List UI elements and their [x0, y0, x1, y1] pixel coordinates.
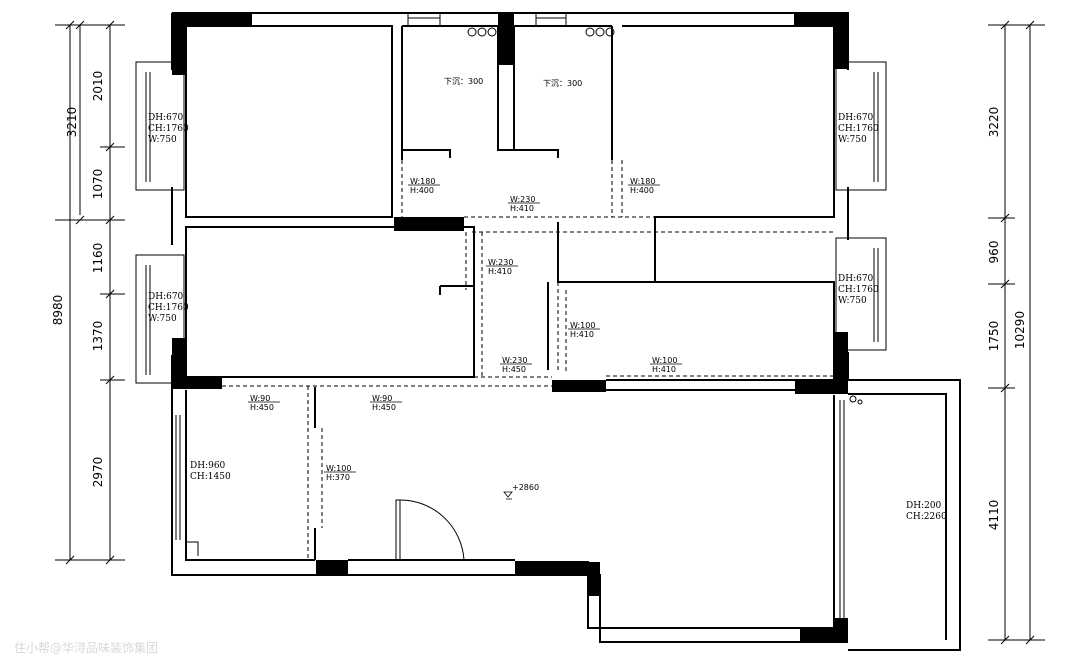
beam-8-h: H:450	[250, 403, 274, 412]
window-annotations: DH:670 CH:1760 W:750 DH:670 CH:1760 W:75…	[148, 113, 947, 522]
beam-dashed-lines	[222, 160, 834, 560]
window-mr-ch: CH:1760	[838, 285, 879, 295]
dim-right-3: 1750	[987, 321, 1001, 352]
beam-1-h: H:400	[410, 186, 434, 195]
beam-3-w: W:230	[510, 195, 535, 204]
beam-9-w: W:90	[372, 394, 392, 403]
wall-columns	[172, 13, 848, 642]
window-ml-ch: CH:1760	[148, 303, 189, 313]
beam-4-h: H:410	[488, 267, 512, 276]
beam-1-w: W:180	[410, 177, 435, 186]
beam-leaders	[248, 184, 682, 473]
dim-left-6: 2970	[91, 457, 105, 488]
window-ml-dh: DH:670	[148, 292, 184, 302]
beam-6-h: H:450	[502, 365, 526, 374]
left-dimension-chain	[55, 20, 125, 565]
window-tl-w: W:750	[148, 135, 177, 145]
beam-2-w: W:180	[630, 177, 655, 186]
left-dimension-labels: 8980 3210 2010 1070 1160 1370 2970	[51, 71, 105, 488]
beam-10-w: W:100	[326, 464, 351, 473]
beam-5-w: W:100	[570, 321, 595, 330]
level-symbol-icon	[503, 491, 513, 500]
window-living-dh: DH:960	[190, 461, 226, 471]
window-tl-ch: CH:1760	[148, 124, 189, 134]
window-tr-w: W:750	[838, 135, 867, 145]
right-dimension-chain	[988, 20, 1045, 645]
entry-door	[395, 499, 465, 561]
beam-8-w: W:90	[250, 394, 270, 403]
dim-left-3: 1070	[91, 169, 105, 200]
sink-label-left: 下沉：300	[444, 77, 483, 86]
beam-7-w: W:100	[652, 356, 677, 365]
window-frames	[135, 13, 887, 630]
window-mr-w: W:750	[838, 296, 867, 306]
dim-left-4: 1160	[91, 243, 105, 274]
dim-left-5: 1370	[91, 321, 105, 352]
window-balcony-dh: DH:200	[906, 501, 942, 511]
level-mark: +2860	[512, 483, 539, 492]
window-ml-w: W:750	[148, 314, 177, 324]
dim-right-1: 3220	[987, 107, 1001, 138]
window-tl-dh: DH:670	[148, 113, 184, 123]
beam-5-h: H:410	[570, 330, 594, 339]
dim-left-1: 3210	[65, 107, 79, 138]
dim-left-2: 2010	[91, 71, 105, 102]
beam-annotations: W:180 H:400 W:180 H:400 W:230 H:410 W:23…	[250, 177, 677, 482]
sink-label-right: 下沉：300	[543, 79, 582, 88]
window-tr-dh: DH:670	[838, 113, 874, 123]
beam-9-h: H:450	[372, 403, 396, 412]
beam-3-h: H:410	[510, 204, 534, 213]
dim-right-4: 4110	[987, 500, 1001, 531]
window-balcony-ch: CH:2260	[906, 512, 947, 522]
right-dimension-labels: 10290 3220 960 1750 4110	[987, 107, 1027, 531]
room-labels: 下沉：300 下沉：300 +2860	[444, 77, 582, 492]
window-living-ch: CH:1450	[190, 472, 231, 482]
walls	[171, 12, 961, 651]
beam-4-w: W:230	[488, 258, 513, 267]
beam-2-h: H:400	[630, 186, 654, 195]
beam-10-h: H:370	[326, 473, 350, 482]
pipe-symbols	[186, 27, 863, 556]
dim-left-outer: 8980	[51, 295, 65, 326]
dim-right-outer: 10290	[1013, 311, 1027, 349]
window-mr-dh: DH:670	[838, 274, 874, 284]
watermark: 住小帮@华浔品味装饰集团	[14, 641, 159, 655]
beam-6-w: W:230	[502, 356, 527, 365]
beam-7-h: H:410	[652, 365, 676, 374]
dim-right-2: 960	[987, 241, 1001, 264]
window-tr-ch: CH:1760	[838, 124, 879, 134]
